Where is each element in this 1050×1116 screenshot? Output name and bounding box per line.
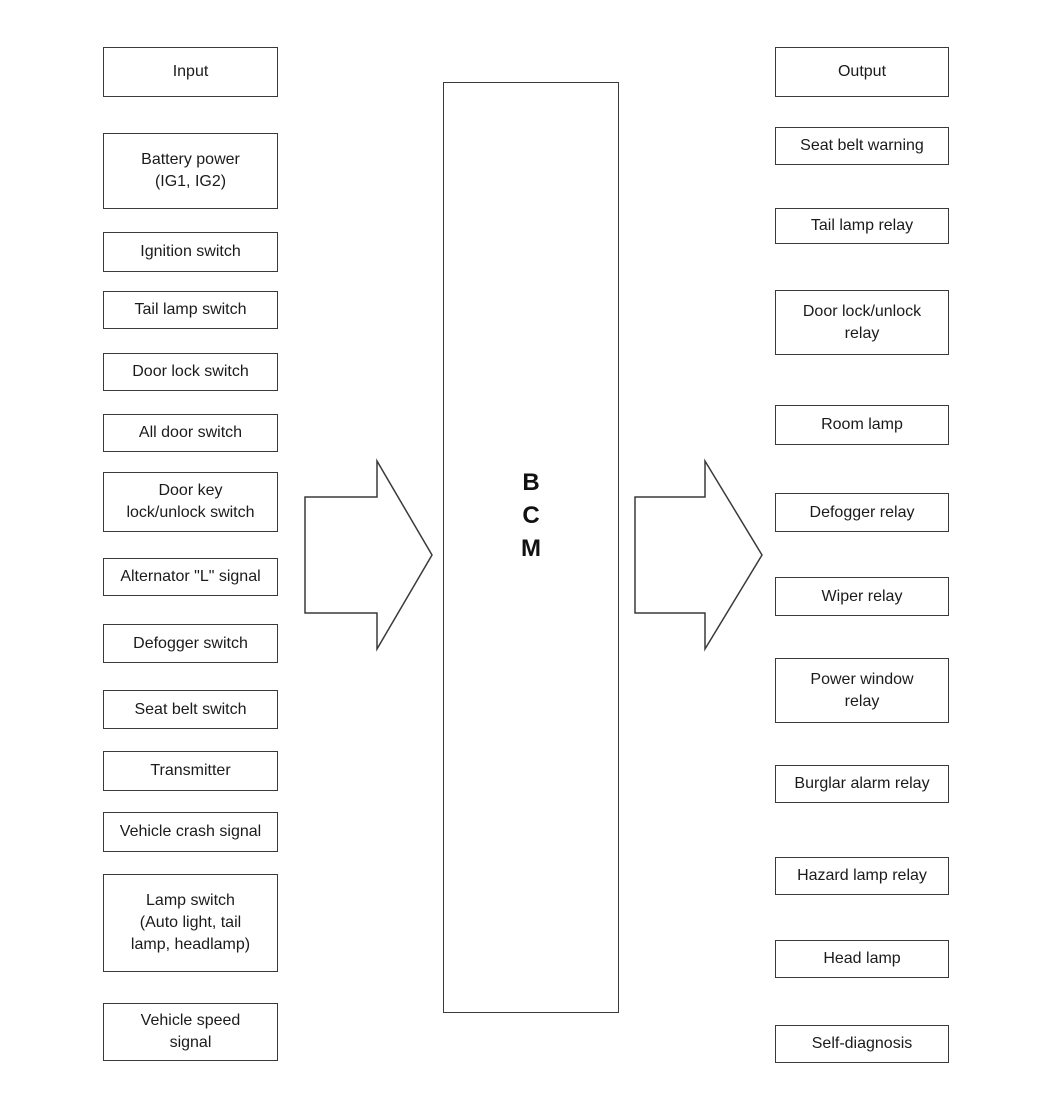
input-box-vehicle-crash-signal: Vehicle crash signal bbox=[103, 812, 278, 852]
input-box-alternator-l-signal: Alternator "L" signal bbox=[103, 558, 278, 596]
output-box-hazard-lamp-relay: Hazard lamp relay bbox=[775, 857, 949, 895]
input-box-all-door-switch: All door switch bbox=[103, 414, 278, 452]
output-box-defogger-relay: Defogger relay bbox=[775, 493, 949, 532]
bcm-box bbox=[443, 82, 619, 1013]
input-box-ignition-switch: Ignition switch bbox=[103, 232, 278, 272]
input-box-transmitter: Transmitter bbox=[103, 751, 278, 791]
output-box-door-lock-unlock-relay: Door lock/unlock relay bbox=[775, 290, 949, 355]
output-arrow-icon bbox=[634, 458, 763, 652]
input-arrow-icon bbox=[304, 458, 433, 652]
output-box-self-diagnosis: Self-diagnosis bbox=[775, 1025, 949, 1063]
output-header-box: Output bbox=[775, 47, 949, 97]
input-box-door-key-lock-unlock-switch: Door key lock/unlock switch bbox=[103, 472, 278, 532]
input-box-tail-lamp-switch: Tail lamp switch bbox=[103, 291, 278, 329]
input-box-door-lock-switch: Door lock switch bbox=[103, 353, 278, 391]
output-box-room-lamp: Room lamp bbox=[775, 405, 949, 445]
output-box-seat-belt-warning: Seat belt warning bbox=[775, 127, 949, 165]
output-box-head-lamp: Head lamp bbox=[775, 940, 949, 978]
input-box-defogger-switch: Defogger switch bbox=[103, 624, 278, 663]
input-box-battery-power: Battery power (IG1, IG2) bbox=[103, 133, 278, 209]
input-header-box: Input bbox=[103, 47, 278, 97]
input-box-seat-belt-switch: Seat belt switch bbox=[103, 690, 278, 729]
bcm-label: B C M bbox=[521, 469, 541, 562]
input-box-lamp-switch: Lamp switch (Auto light, tail lamp, head… bbox=[103, 874, 278, 972]
output-box-tail-lamp-relay: Tail lamp relay bbox=[775, 208, 949, 244]
output-box-wiper-relay: Wiper relay bbox=[775, 577, 949, 616]
output-box-power-window-relay: Power window relay bbox=[775, 658, 949, 723]
input-box-vehicle-speed-signal: Vehicle speed signal bbox=[103, 1003, 278, 1061]
output-box-burglar-alarm-relay: Burglar alarm relay bbox=[775, 765, 949, 803]
